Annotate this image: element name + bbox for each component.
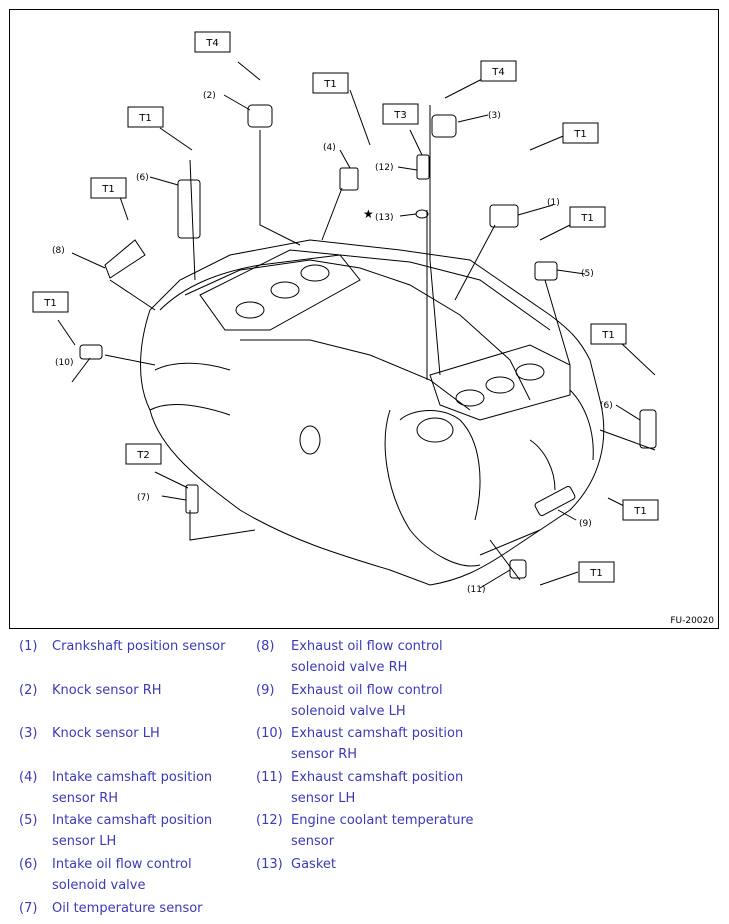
callout-label: (10) bbox=[55, 358, 73, 368]
legend-number: (12) bbox=[256, 813, 283, 828]
torque-tag-label: T1 bbox=[580, 213, 593, 224]
star-mark: ★ bbox=[363, 207, 374, 221]
legend-number: (13) bbox=[256, 857, 283, 872]
torque-tag-label: T4 bbox=[491, 67, 504, 78]
legend-text: Exhaust oil flow control solenoid valve … bbox=[291, 683, 443, 719]
legend-text: Intake oil flow control solenoid valve bbox=[52, 857, 192, 893]
torque-tag-label: T3 bbox=[393, 110, 406, 121]
legend-number: (3) bbox=[19, 726, 38, 741]
legend-text: Exhaust camshaft position sensor LH bbox=[291, 770, 464, 806]
legend-number: (2) bbox=[19, 683, 38, 698]
callout-label: (9) bbox=[579, 519, 592, 529]
torque-tag: T1 bbox=[590, 323, 627, 345]
torque-tag: T1 bbox=[127, 106, 164, 128]
callout-label: (3) bbox=[488, 111, 501, 121]
torque-tag: T4 bbox=[194, 31, 231, 53]
legend-number: (1) bbox=[19, 639, 38, 654]
torque-tags: T4 T1 T1 T3 T4 T1 T1 T1 T1 T1 T2 T1 T1 bbox=[32, 31, 659, 583]
torque-tag: T1 bbox=[312, 72, 349, 94]
torque-tag-label: T1 bbox=[43, 298, 56, 309]
torque-tag-label: T1 bbox=[601, 330, 614, 341]
torque-tag: T1 bbox=[569, 206, 606, 228]
legend-text: Engine coolant temperature sensor bbox=[291, 813, 474, 849]
torque-tag-label: T1 bbox=[138, 113, 151, 124]
part-callouts: (1) (2) (3) (4) (5) (6) (7) (8) (9) (10)… bbox=[52, 91, 613, 595]
legend-text: Intake camshaft position sensor LH bbox=[52, 813, 213, 849]
callout-label: (13) bbox=[375, 213, 393, 223]
torque-tag-label: T2 bbox=[136, 450, 149, 461]
legend-text: Gasket bbox=[291, 857, 336, 872]
legend-number: (8) bbox=[256, 639, 275, 654]
diagram-drawing: T4 T1 T1 T3 T4 T1 T1 T1 T1 T1 T2 T1 T1 (… bbox=[32, 31, 659, 595]
legend-text: Oil temperature sensor bbox=[52, 901, 203, 916]
sensor-parts bbox=[79, 104, 657, 579]
torque-tag: T1 bbox=[32, 291, 69, 313]
legend-text: Intake camshaft position sensor RH bbox=[52, 770, 213, 806]
callout-label: (2) bbox=[203, 91, 216, 101]
legend-number: (11) bbox=[256, 770, 283, 785]
legend-text: Knock sensor RH bbox=[52, 683, 162, 698]
torque-tag: T3 bbox=[382, 103, 419, 125]
legend-text: Crankshaft position sensor bbox=[52, 639, 226, 654]
legend-number: (7) bbox=[19, 901, 38, 916]
callout-label: (6) bbox=[600, 401, 613, 411]
callout-label: (12) bbox=[375, 163, 393, 173]
legend-number: (5) bbox=[19, 813, 38, 828]
torque-tag: T1 bbox=[622, 499, 659, 521]
torque-tag-label: T1 bbox=[633, 506, 646, 517]
torque-tag: T1 bbox=[578, 561, 615, 583]
parts-legend: (1) Crankshaft position sensor (2) Knock s… bbox=[0, 634, 729, 924]
torque-tag: T4 bbox=[480, 60, 517, 82]
callout-label: (4) bbox=[323, 143, 336, 153]
leader-lines bbox=[57, 61, 656, 589]
callout-label: (6) bbox=[136, 173, 149, 183]
legend-text: Knock sensor LH bbox=[52, 726, 160, 741]
callout-label: (8) bbox=[52, 246, 65, 256]
torque-tag-label: T1 bbox=[589, 568, 602, 579]
legend-number: (6) bbox=[19, 857, 38, 872]
legend-text: Exhaust camshaft position sensor RH bbox=[291, 726, 464, 762]
torque-tag-label: T1 bbox=[573, 129, 586, 140]
torque-tag-label: T1 bbox=[323, 79, 336, 90]
figure-id: FU-20020 bbox=[670, 616, 714, 626]
engine-sensor-diagram: T4 T1 T1 T3 T4 T1 T1 T1 T1 T1 T2 T1 T1 (… bbox=[9, 9, 719, 629]
callout-label: (1) bbox=[547, 198, 560, 208]
torque-tag-label: T1 bbox=[101, 184, 114, 195]
torque-tag-label: T4 bbox=[205, 38, 218, 49]
legend-number: (4) bbox=[19, 770, 38, 785]
legend-number: (9) bbox=[256, 683, 275, 698]
engine-block-outline bbox=[104, 105, 656, 586]
callout-label: (11) bbox=[467, 585, 485, 595]
torque-tag: T1 bbox=[562, 122, 599, 144]
legend-text: Exhaust oil flow control solenoid valve … bbox=[291, 639, 443, 675]
legend-number: (10) bbox=[256, 726, 283, 741]
callout-label: (7) bbox=[137, 493, 150, 503]
callout-label: (5) bbox=[581, 269, 594, 279]
torque-tag: T1 bbox=[90, 177, 127, 199]
torque-tag: T2 bbox=[125, 443, 162, 465]
